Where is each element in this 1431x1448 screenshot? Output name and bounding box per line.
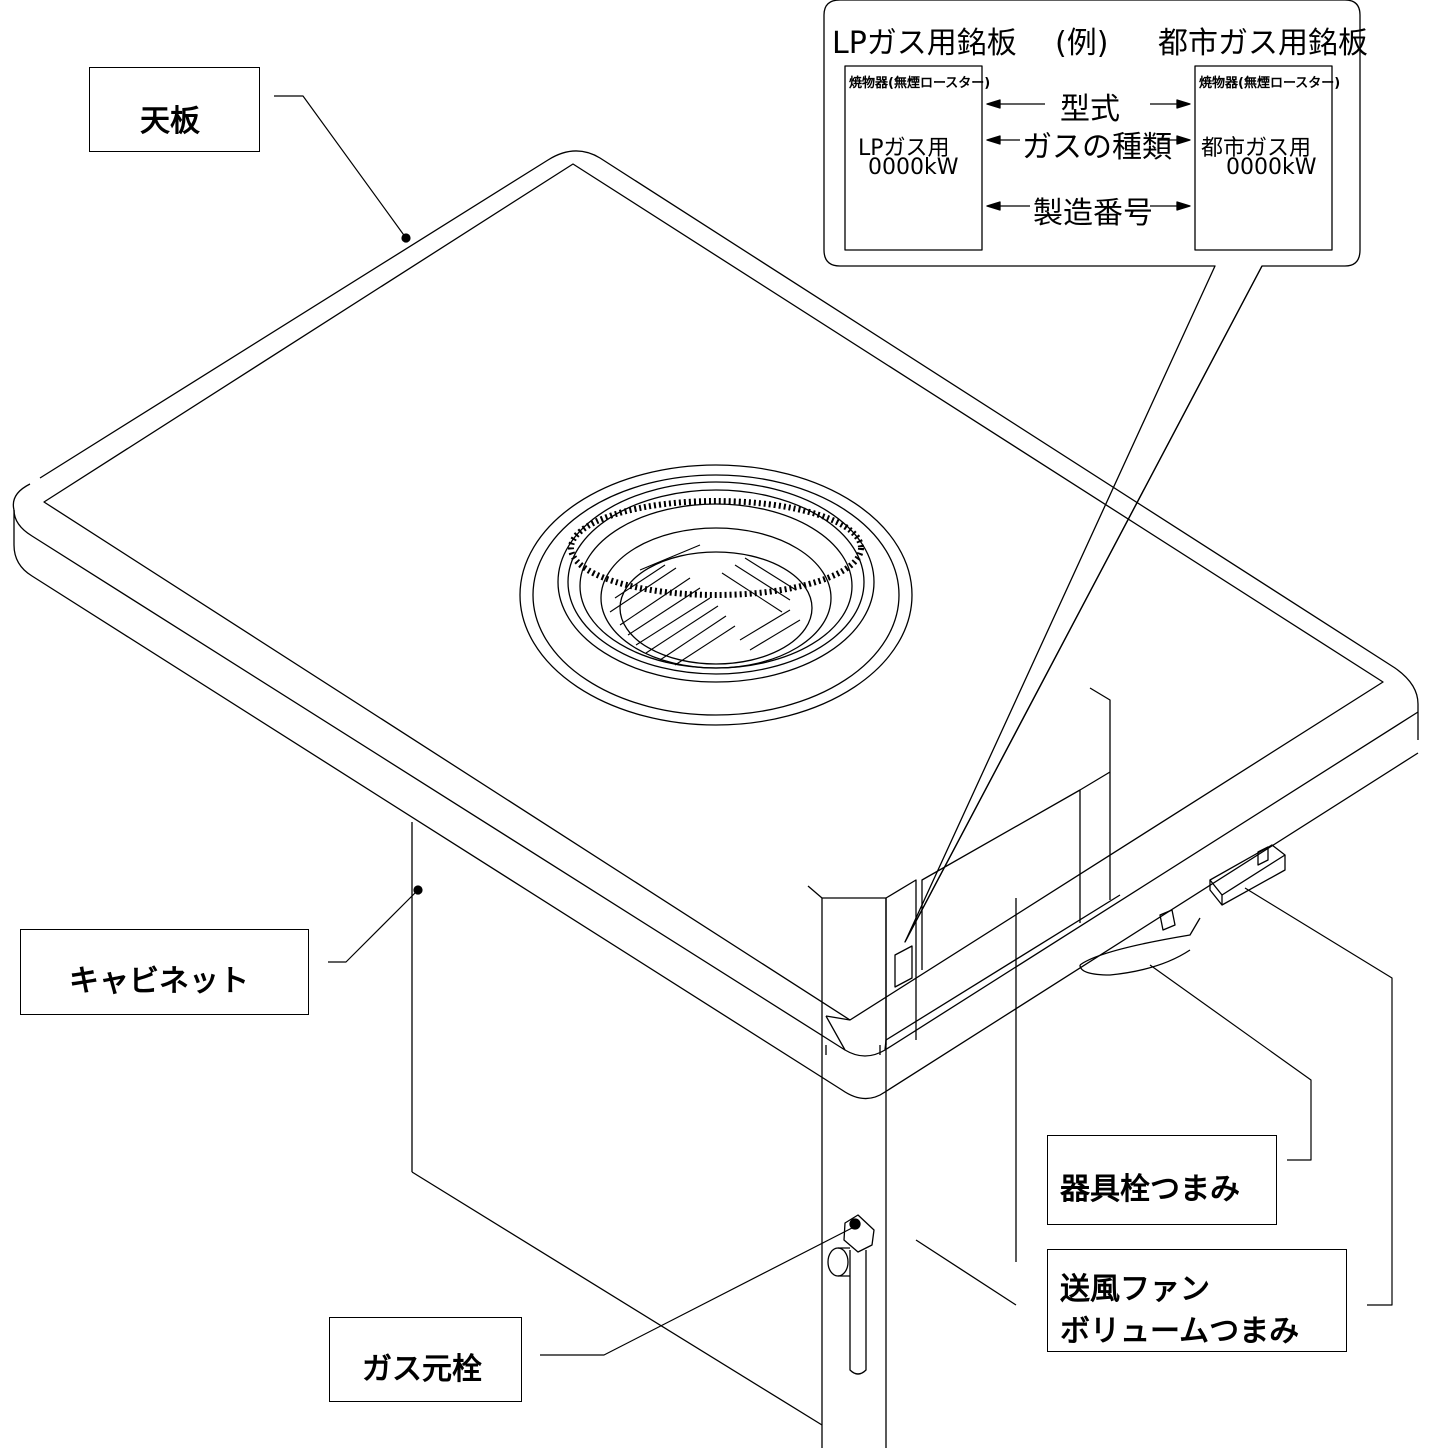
lp-plate-gas: LPガス用 bbox=[858, 136, 950, 161]
city-plate-product: 焼物器(無煙ロースター) bbox=[1199, 76, 1341, 91]
callout-top-plate: 天板 bbox=[89, 67, 260, 152]
lp-plate-product: 焼物器(無煙ロースター) bbox=[849, 76, 991, 91]
leader-lines bbox=[274, 95, 1393, 1356]
nameplate-example: (例) bbox=[1055, 26, 1109, 61]
callout-appliance-valve-knob-text: 器具栓つまみ bbox=[1060, 1172, 1240, 1207]
nameplate-lp-title: LPガス用銘板 bbox=[832, 26, 1017, 61]
callout-cabinet-text: キャビネット bbox=[69, 964, 249, 999]
lp-plate-power: 0000kW bbox=[868, 155, 959, 180]
cabinet-body bbox=[411, 687, 1111, 1448]
callout-fan-knob-line1: 送風ファン bbox=[1060, 1272, 1210, 1307]
nameplate-callout bbox=[823, 0, 1361, 943]
tabletop bbox=[12, 150, 1419, 1100]
model-label: 型式 bbox=[1060, 92, 1120, 127]
callout-fan-knob-line2: ボリュームつまみ bbox=[1060, 1314, 1300, 1349]
callout-appliance-valve-knob: 器具栓つまみ bbox=[1047, 1135, 1277, 1225]
callout-top-plate-text: 天板 bbox=[140, 104, 200, 139]
city-plate-power: 0000kW bbox=[1226, 155, 1317, 180]
grill-ring bbox=[519, 464, 913, 726]
gas-valve bbox=[827, 1214, 875, 1375]
control-knobs bbox=[1079, 844, 1286, 976]
serial-label: 製造番号 bbox=[1033, 196, 1153, 231]
callout-gas-main-valve-text: ガス元栓 bbox=[362, 1352, 482, 1387]
city-plate-gas: 都市ガス用 bbox=[1201, 136, 1312, 161]
nameplate-city-title: 都市ガス用銘板 bbox=[1158, 26, 1368, 61]
gas-type-label: ガスの種類 bbox=[1022, 130, 1172, 165]
callout-fan-knob: 送風ファン ボリュームつまみ bbox=[1047, 1249, 1347, 1352]
callout-gas-main-valve: ガス元栓 bbox=[329, 1317, 522, 1402]
callout-cabinet: キャビネット bbox=[20, 929, 309, 1015]
